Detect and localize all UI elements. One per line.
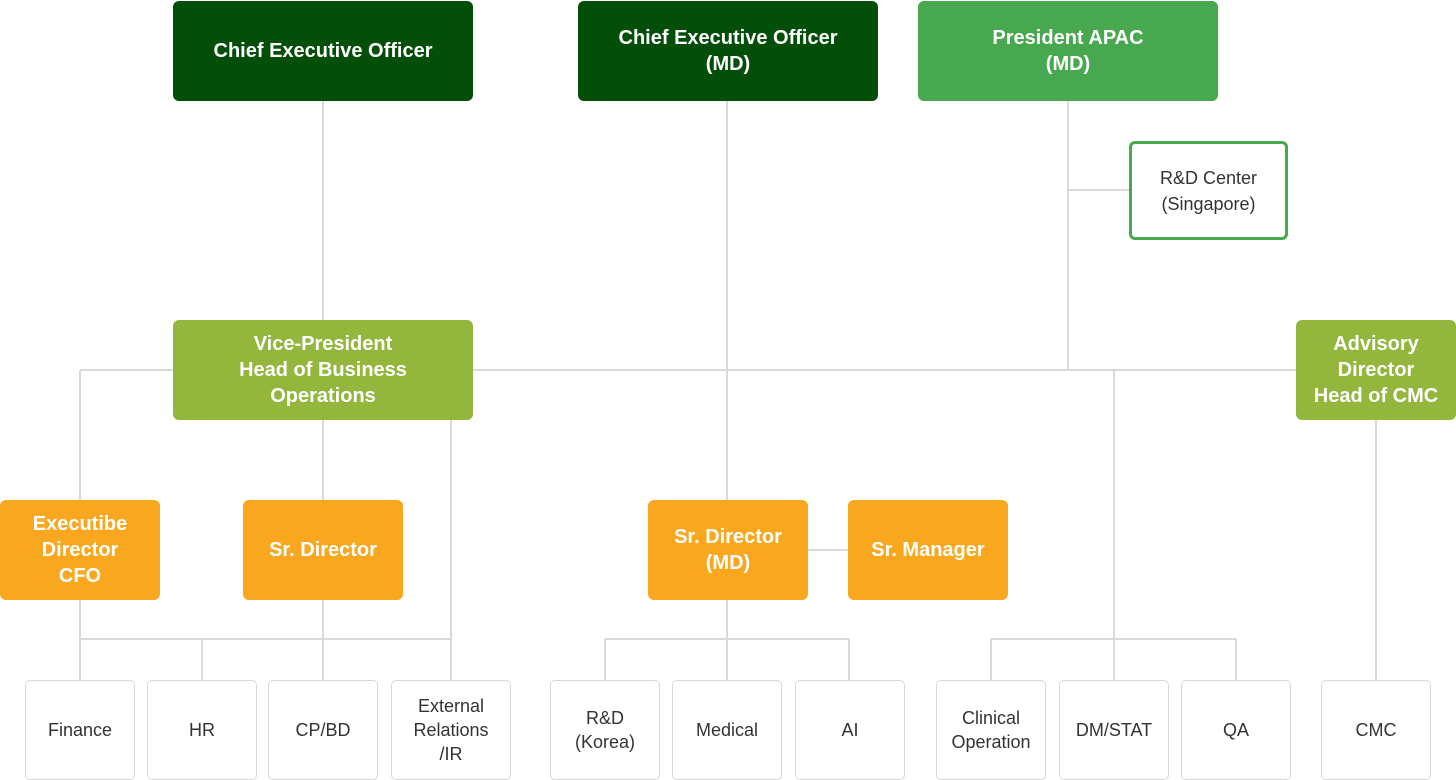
- leaf-clinical-operation: Clinical Operation: [936, 680, 1046, 780]
- leaf-hr: HR: [147, 680, 257, 780]
- ceo-md-box: Chief Executive Officer (MD): [578, 1, 878, 101]
- leaf-rd-korea: R&D (Korea): [550, 680, 660, 780]
- ceo-box: Chief Executive Officer: [173, 1, 473, 101]
- advisory-director-box: Advisory Director Head of CMC: [1296, 320, 1456, 420]
- leaf-ai: AI: [795, 680, 905, 780]
- leaf-cmc: CMC: [1321, 680, 1431, 780]
- sr-manager-box: Sr. Manager: [848, 500, 1008, 600]
- leaf-finance: Finance: [25, 680, 135, 780]
- leaf-dm-stat: DM/STAT: [1059, 680, 1169, 780]
- leaf-external-relations: External Relations /IR: [391, 680, 511, 780]
- executive-director-cfo-box: Executibe Director CFO: [0, 500, 160, 600]
- leaf-cpbd: CP/BD: [268, 680, 378, 780]
- vp-business-box: Vice-President Head of Business Operatio…: [173, 320, 473, 420]
- leaf-medical: Medical: [672, 680, 782, 780]
- rd-center-box: R&D Center (Singapore): [1129, 141, 1288, 240]
- leaf-qa: QA: [1181, 680, 1291, 780]
- sr-director-box: Sr. Director: [243, 500, 403, 600]
- sr-director-md-box: Sr. Director (MD): [648, 500, 808, 600]
- president-apac-box: President APAC (MD): [918, 1, 1218, 101]
